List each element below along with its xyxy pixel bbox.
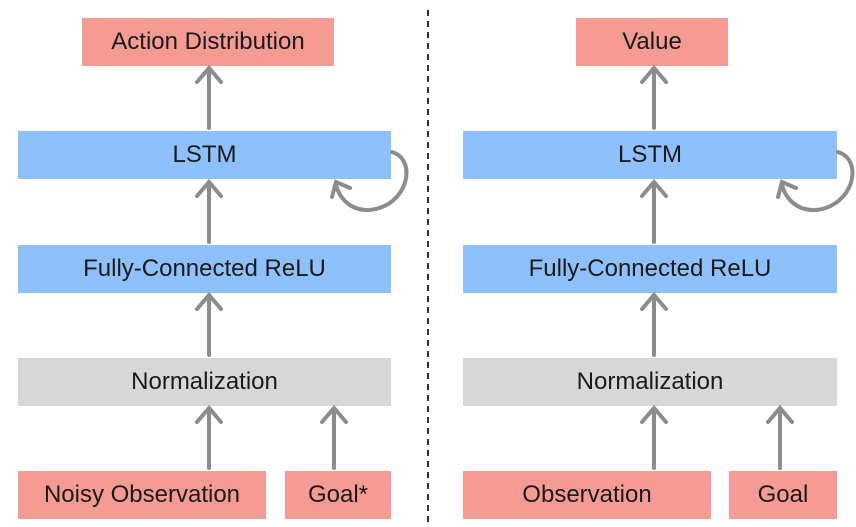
value-lstm-label: LSTM: [617, 141, 682, 168]
policy-arrowhead-fc: [195, 291, 223, 311]
value-output-label: Value: [622, 28, 682, 55]
policy-normalization-box: Normalization: [18, 358, 391, 406]
value-lstm-box: LSTM: [463, 131, 837, 179]
policy-output-label: Action Distribution: [111, 28, 305, 55]
value-input-goal-label: Goal: [757, 481, 809, 508]
value-input-observation-box: Observation: [463, 471, 711, 519]
policy-input-noisy-observation-label: Noisy Observation: [43, 481, 241, 508]
policy-arrowhead-norm-right: [320, 404, 348, 424]
policy-lstm-label: LSTM: [172, 141, 237, 168]
value-fc-label: Fully-Connected ReLU: [528, 255, 772, 282]
value-arrowhead-output: [640, 64, 668, 84]
value-lstm-recurrent-loop: [780, 150, 855, 213]
value-output-box: Value: [576, 18, 728, 66]
value-arrowhead-norm-left: [640, 404, 668, 424]
policy-arrowhead-norm-left: [195, 404, 223, 424]
policy-lstm-box: LSTM: [18, 131, 391, 179]
policy-input-noisy-observation-box: Noisy Observation: [18, 471, 266, 519]
value-normalization-label: Normalization: [576, 368, 724, 395]
policy-fc-label: Fully-Connected ReLU: [83, 255, 326, 282]
value-normalization-box: Normalization: [463, 358, 837, 406]
value-input-observation-label: Observation: [522, 481, 652, 508]
value-fc-box: Fully-Connected ReLU: [463, 245, 837, 293]
policy-normalization-label: Normalization: [131, 368, 278, 395]
value-arrowhead-lstm: [640, 178, 668, 198]
policy-input-goal-label: Goal*: [307, 481, 369, 508]
value-arrowhead-norm-right: [766, 404, 794, 424]
policy-recurrent-arrowhead: [330, 179, 352, 199]
policy-arrowhead-lstm: [195, 178, 223, 198]
policy-fc-box: Fully-Connected ReLU: [18, 245, 391, 293]
value-recurrent-arrowhead: [776, 179, 798, 199]
policy-lstm-recurrent-loop: [334, 150, 409, 213]
policy-arrowhead-output: [195, 64, 223, 84]
value-arrowhead-fc: [640, 291, 668, 311]
policy-output-box: Action Distribution: [82, 18, 334, 66]
policy-input-goal-box: Goal*: [285, 471, 391, 519]
value-input-goal-box: Goal: [729, 471, 837, 519]
